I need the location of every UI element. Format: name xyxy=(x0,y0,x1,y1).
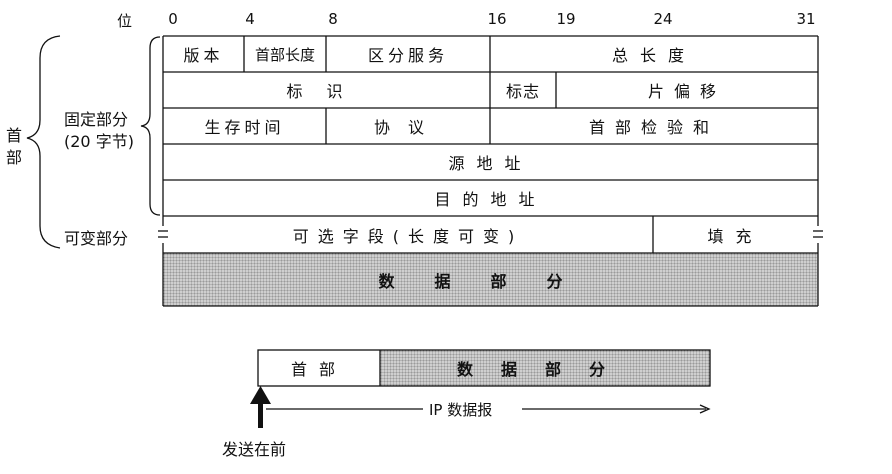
field-version: 版本 xyxy=(183,46,224,65)
side-label-header-2: 部 xyxy=(6,148,23,167)
side-label-header-1: 首 xyxy=(6,126,23,145)
bit-label-24: 24 xyxy=(653,10,673,28)
side-label-fixed-bytes: (20 字节) xyxy=(64,132,134,151)
bit-label-0: 0 xyxy=(168,10,178,28)
datagram-label: IP 数据报 xyxy=(429,401,493,419)
data-part-shading xyxy=(163,253,818,306)
field-header-length: 首部长度 xyxy=(254,45,315,64)
datagram-header: 首部 xyxy=(290,360,347,379)
field-padding: 填充 xyxy=(707,226,764,246)
bit-label-8: 8 xyxy=(328,10,338,28)
field-header-checksum: 首部检验和 xyxy=(588,118,719,137)
field-destination-address: 目的地址 xyxy=(434,190,547,209)
bit-label-4: 4 xyxy=(245,10,255,28)
bit-label-16: 16 xyxy=(487,10,507,28)
field-differentiated-services: 区分服务 xyxy=(367,46,448,65)
field-options: 可选字段(长度可变) xyxy=(292,226,524,246)
send-first-label: 发送在前 xyxy=(222,440,287,459)
side-label-variable: 可变部分 xyxy=(64,229,129,248)
field-total-length: 总长度 xyxy=(611,46,696,65)
bit-axis-label: 位 xyxy=(117,12,133,30)
side-label-fixed: 固定部分 xyxy=(64,110,129,129)
datagram-data: 数据部分 xyxy=(456,360,633,379)
bit-label-31: 31 xyxy=(796,10,816,28)
field-flags: 标志 xyxy=(505,82,540,101)
field-data-part: 数据部分 xyxy=(378,271,603,291)
field-protocol: 协议 xyxy=(373,118,442,137)
field-identification: 标识 xyxy=(286,82,367,101)
field-time-to-live: 生存时间 xyxy=(204,118,285,137)
datagram-data-shading xyxy=(380,350,710,386)
field-source-address: 源地址 xyxy=(448,154,533,173)
field-fragment-offset: 片偏移 xyxy=(647,82,726,101)
bit-label-19: 19 xyxy=(556,10,576,28)
